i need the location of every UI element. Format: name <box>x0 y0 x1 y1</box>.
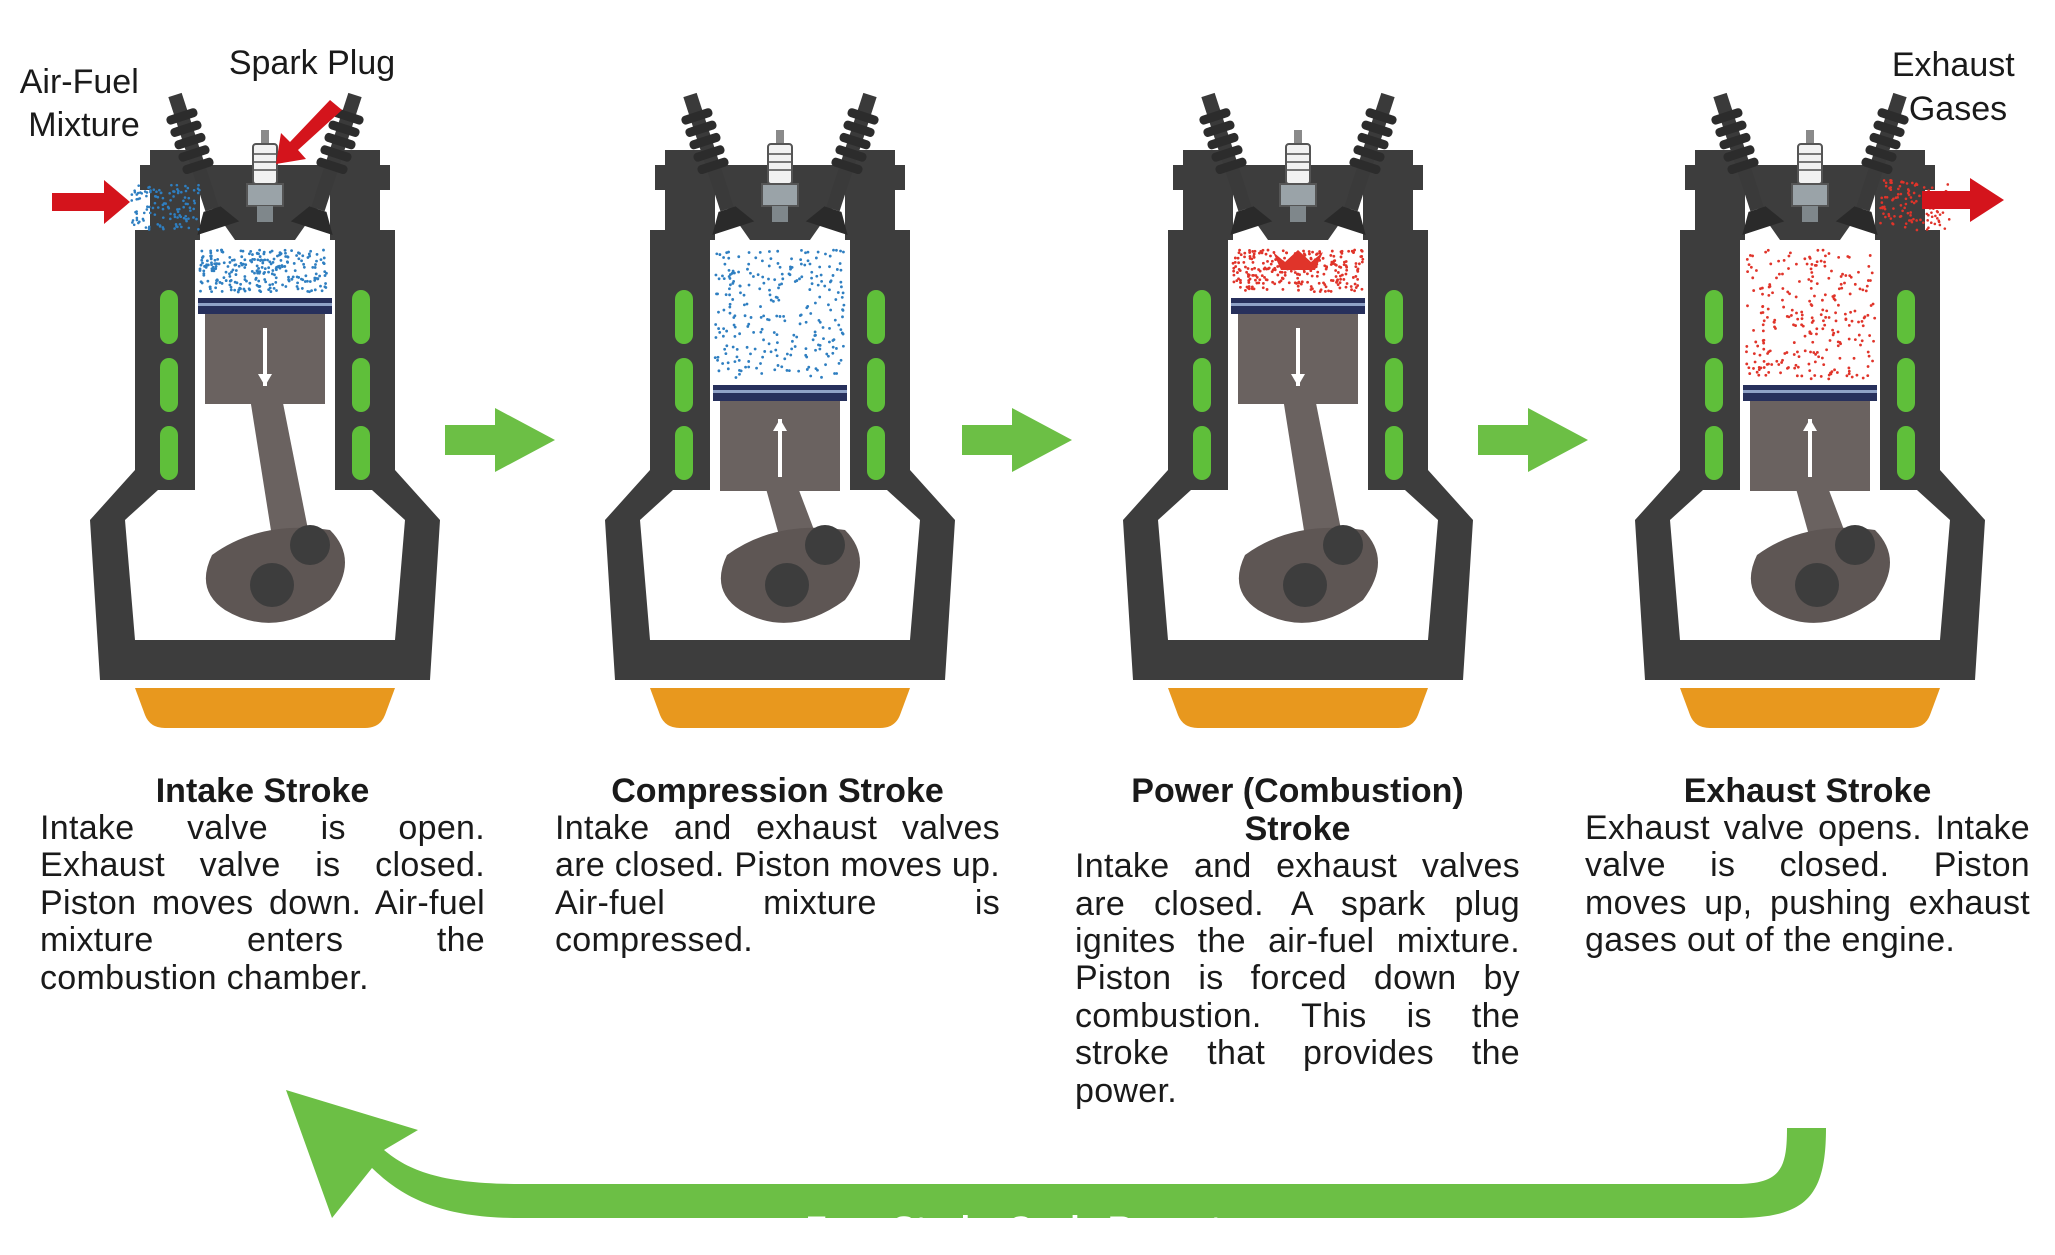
oil-sump <box>135 688 395 728</box>
coolant-passages <box>1385 290 1403 480</box>
air-fuel-mixture-label: Air-Fuel Mixture <box>20 63 148 144</box>
coolant-passages <box>675 290 693 480</box>
flow-arrow-3 <box>1478 408 1588 472</box>
oil-sump <box>650 688 910 728</box>
oil-sump <box>1680 688 1940 728</box>
coolant-passages <box>1705 290 1723 480</box>
piston-down-arrow-icon <box>1291 374 1305 386</box>
coolant-passages <box>160 290 178 480</box>
engine-power <box>1123 88 1473 728</box>
piston-up-arrow-icon <box>1803 419 1817 431</box>
flow-arrow-2 <box>962 408 1072 472</box>
combustion-flash-icon <box>1273 250 1323 270</box>
cycle-return-arrow <box>286 1090 1826 1218</box>
spark-plug-pointer-arrow-icon <box>276 100 342 164</box>
piston-up-arrow-icon <box>773 419 787 431</box>
engine-intake <box>90 88 440 728</box>
flow-arrow-1 <box>445 408 555 472</box>
cycle-repeats-label: Four-Stroke Cycle Repeats <box>806 1210 1241 1248</box>
engine-compression <box>605 88 955 728</box>
spark-plug-label: Spark Plug <box>229 44 395 82</box>
coolant-passages <box>867 290 885 480</box>
oil-sump <box>1168 688 1428 728</box>
engine-diagrams <box>90 88 1985 728</box>
stage-flow-arrows <box>445 408 1588 472</box>
exhaust-gases-label: Exhaust Gases <box>1892 46 2024 128</box>
piston-down-arrow-icon <box>258 374 272 386</box>
engine-exhaust <box>1635 88 1985 728</box>
coolant-passages <box>1193 290 1211 480</box>
coolant-passages <box>352 290 370 480</box>
intake-arrow-icon <box>52 180 130 224</box>
coolant-passages <box>1897 290 1915 480</box>
exhaust-arrow-icon <box>1922 178 2004 222</box>
